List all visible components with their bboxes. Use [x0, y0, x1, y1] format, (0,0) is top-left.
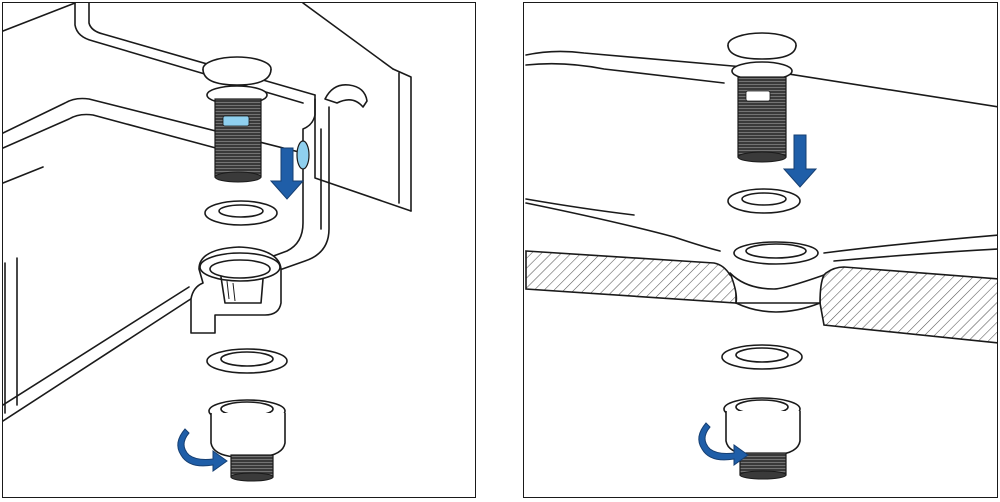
pop-up-plug: [727, 32, 797, 163]
countertop-section: [525, 241, 997, 344]
left-installation-panel: [2, 2, 476, 498]
sink-basin: [3, 3, 412, 422]
plug-sticker: [222, 115, 250, 127]
lower-gasket: [721, 344, 803, 370]
right-installation-panel: [523, 2, 998, 498]
upper-gasket: [727, 188, 801, 214]
overflow-channel: [248, 83, 368, 284]
rotate-arrow-icon: [698, 422, 749, 466]
drain-hole: [190, 246, 282, 334]
countertop-diagram: [525, 32, 997, 480]
drain-body: [723, 397, 801, 480]
plug-label: [745, 90, 771, 102]
down-arrow-icon: [782, 134, 818, 188]
overflow-hole-highlight: [296, 140, 310, 170]
sink-diagram: [3, 3, 412, 482]
basin-rim: [525, 50, 997, 262]
pop-up-plug: [202, 56, 272, 183]
drain-body: [208, 399, 286, 482]
rotate-arrow-icon: [177, 428, 228, 472]
lower-gasket: [206, 348, 288, 374]
down-arrow-icon: [269, 147, 305, 200]
upper-gasket: [204, 200, 278, 226]
